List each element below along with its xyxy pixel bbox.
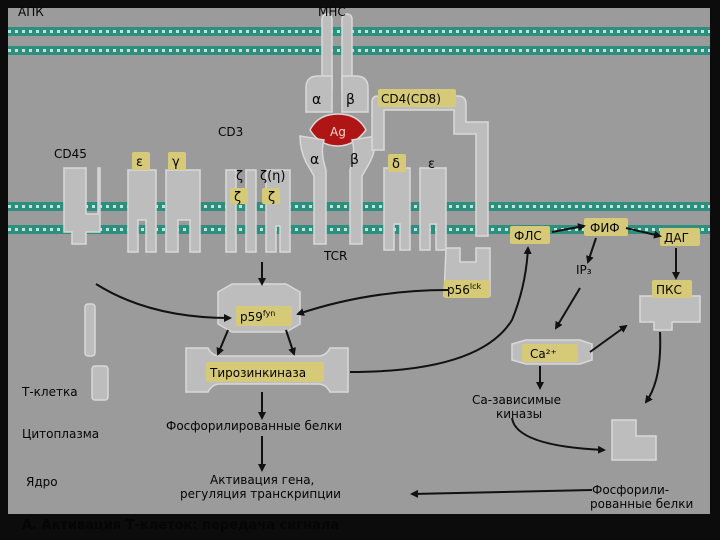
- pkc-label: ПКС: [656, 283, 682, 297]
- mhc-alpha-label: α: [312, 92, 321, 108]
- arrow-ip3-to-ca: [554, 287, 581, 330]
- apc-label: АПК: [18, 5, 44, 19]
- cd3-epsilon-label: ε: [136, 155, 143, 170]
- arrow-pip2-to-dag: [625, 227, 662, 239]
- tcr-label: TCR: [323, 249, 347, 263]
- figure-caption: А. Активация Т-клеток: передача сигнала: [22, 518, 339, 533]
- calcium-label: Ca²⁺: [530, 347, 557, 361]
- zeta-label-1: ζ: [236, 169, 243, 184]
- cd45-molecule: [63, 167, 101, 245]
- cd4-coreceptor: [371, 95, 489, 237]
- arrow-phos-to-gene-right: [410, 489, 593, 498]
- phos-proteins-right-line2: рованные белки: [590, 497, 693, 511]
- tcr-beta-label: β: [350, 152, 359, 168]
- nucleus-label: Ядро: [26, 475, 58, 489]
- mhc-molecule: [305, 13, 369, 113]
- phos-proteins-right-line1: Фосфорили-: [592, 483, 669, 497]
- apc-membrane: [8, 27, 710, 55]
- arrow-cd45-to-p59: [95, 283, 232, 322]
- cd3-delta-label: δ: [392, 157, 400, 172]
- arrow-p56-to-p59: [296, 289, 449, 316]
- tyrosine-kinase-label: Тирозинкиназа: [209, 366, 306, 380]
- tcr-alpha-label: α: [310, 152, 319, 168]
- cd3-label: CD3: [218, 125, 243, 139]
- gene-activation-line2: регуляция транскрипции: [180, 487, 341, 501]
- cd3-epsilon-right-label: ε: [428, 157, 435, 172]
- arrow-p59-to-kinase-right: [285, 329, 296, 356]
- phos-proteins-label: Фосфорилированные белки: [166, 419, 342, 433]
- gene-activation-line1: Активация гена,: [210, 473, 314, 487]
- arrow-kinases-to-phos: [511, 417, 606, 454]
- cd4-label: CD4(CD8): [381, 92, 441, 106]
- pkc-shape: [639, 295, 701, 331]
- arrow-kinase-to-plc: [349, 246, 532, 373]
- t-cell-label: Т-клетка: [21, 385, 78, 399]
- phos-proteins-blob: [611, 419, 657, 461]
- arrow-pkc-to-phos: [644, 331, 662, 404]
- label-highlights: [132, 89, 700, 382]
- mhc-beta-label: β: [346, 92, 355, 108]
- arrow-p59-to-kinase-left: [216, 329, 229, 356]
- ca-kinases-label-line2: киназы: [496, 407, 542, 421]
- cd3-gamma-label: γ: [172, 155, 180, 170]
- p59fyn-label: p59fyn: [240, 309, 275, 324]
- signal-arrows: [95, 223, 680, 498]
- plc-label: ФЛС: [514, 229, 542, 243]
- ip3-label: IP₃: [576, 263, 592, 277]
- pip2-label: ФИФ: [590, 221, 620, 235]
- cd45-tail: [84, 303, 109, 401]
- dag-label: ДАГ: [664, 231, 689, 245]
- zeta-eta-label: ζ(η): [260, 169, 285, 184]
- arrow-pip2-to-ip3: [586, 237, 597, 264]
- arrow-plc-to-pip2: [551, 223, 586, 233]
- cytoplasm-label: Цитоплазма: [22, 427, 99, 441]
- p56lck-label: p56lck: [447, 282, 482, 297]
- arrow-ca-to-pkc: [589, 324, 628, 353]
- cd45-label: CD45: [54, 147, 87, 161]
- zeta-label-2: ζ: [234, 190, 241, 205]
- mhc-label: МНС: [318, 5, 346, 19]
- ca-kinases-label-line1: Са-зависимые: [472, 393, 561, 407]
- antigen-label: Ag: [330, 125, 346, 139]
- zeta-label-3: ζ: [268, 190, 275, 205]
- antigen-peptide: [309, 113, 367, 147]
